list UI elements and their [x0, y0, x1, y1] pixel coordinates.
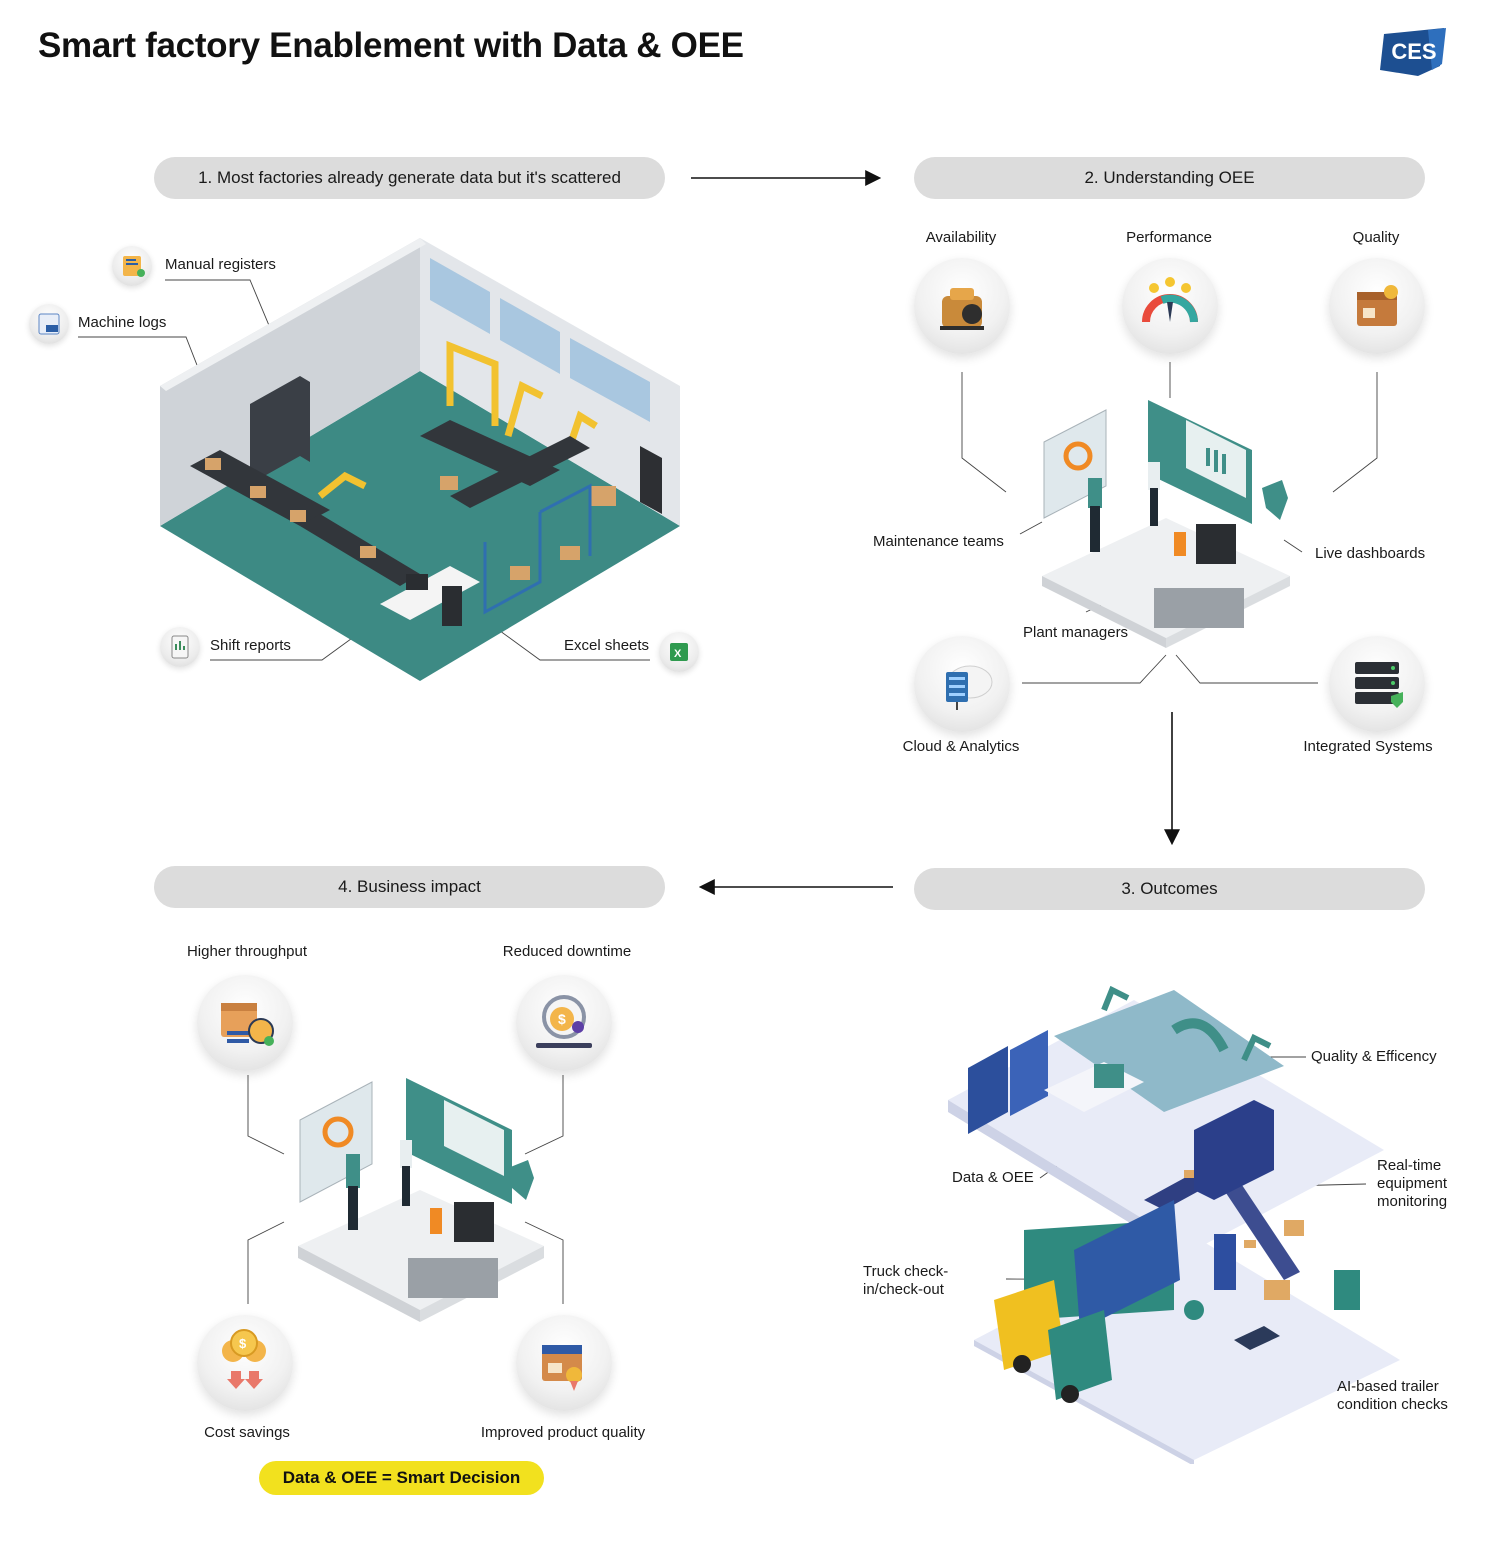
step-4-label: 4. Business impact — [338, 877, 481, 896]
cloud-analytics-label: Cloud & Analytics — [902, 738, 1020, 755]
logo-text: CES — [1391, 39, 1436, 64]
step-4-pill: 4. Business impact — [154, 866, 665, 908]
machine-logs-label: Machine logs — [78, 314, 167, 331]
live-dashboards-label: Live dashboards — [1315, 545, 1426, 562]
smart-decision-badge: Data & OEE = Smart Decision — [259, 1461, 544, 1495]
shift-reports-icon — [160, 627, 200, 667]
manual-registers-label: Manual registers — [165, 256, 276, 273]
integrated-systems-label: Integrated Systems — [1303, 738, 1433, 755]
maintenance-teams-label: Maintenance teams — [873, 533, 1004, 550]
step-2-pill: 2. Understanding OEE — [914, 157, 1425, 199]
availability-label: Availability — [925, 229, 997, 246]
ces-logo: CES — [1378, 26, 1450, 83]
ai-trailer-checks-label: AI-based trailer condition checks — [1337, 1378, 1448, 1413]
outcomes-scene — [948, 985, 1400, 1464]
svg-text:X: X — [674, 648, 682, 660]
reduced-downtime-label: Reduced downtime — [502, 943, 632, 960]
integrated-systems-icon — [1329, 636, 1425, 732]
excel-sheets-label: Excel sheets — [564, 637, 650, 654]
smart-decision-label: Data & OEE = Smart Decision — [282, 1468, 521, 1487]
data-oee-label: Data & OEE — [952, 1169, 1034, 1186]
step-3-label: 3. Outcomes — [1121, 879, 1218, 898]
manual-registers-icon — [112, 246, 152, 286]
cloud-analytics-icon — [914, 636, 1010, 732]
higher-throughput-icon — [197, 975, 293, 1071]
shift-reports-label: Shift reports — [210, 637, 291, 654]
svg-text:$: $ — [558, 1011, 566, 1027]
quality-label: Quality — [1352, 229, 1400, 246]
cost-savings-icon: $ — [197, 1315, 293, 1411]
truck-checkin-label: Truck check-in/check-out — [863, 1263, 949, 1298]
step-2-label: 2. Understanding OEE — [1084, 168, 1255, 187]
performance-label: Performance — [1126, 229, 1212, 246]
realtime-monitoring-label: Real-time equipment monitoring — [1377, 1157, 1448, 1210]
step-3-pill: 3. Outcomes — [914, 868, 1425, 910]
plant-managers-label: Plant managers — [1023, 624, 1129, 641]
step-1-label: 1. Most factories already generate data … — [198, 168, 621, 187]
availability-icon — [914, 258, 1010, 354]
improved-quality-icon — [516, 1315, 612, 1411]
step-1-pill: 1. Most factories already generate data … — [154, 157, 665, 199]
performance-icon — [1122, 258, 1218, 354]
reduced-downtime-icon: $ — [516, 975, 612, 1071]
higher-throughput-label: Higher throughput — [186, 943, 308, 960]
business-control-room-scene — [298, 1078, 544, 1322]
control-room-scene — [1042, 400, 1290, 648]
quality-efficiency-label: Quality & Efficency — [1311, 1048, 1437, 1065]
cost-savings-label: Cost savings — [204, 1424, 290, 1441]
svg-text:$: $ — [239, 1336, 247, 1351]
excel-sheets-icon: X — [659, 632, 699, 672]
quality-icon — [1329, 258, 1425, 354]
factory-scene — [160, 238, 680, 681]
page-title: Smart factory Enablement with Data & OEE — [38, 26, 744, 65]
improved-quality-label: Improved product quality — [480, 1424, 646, 1441]
machine-logs-icon — [29, 304, 69, 344]
